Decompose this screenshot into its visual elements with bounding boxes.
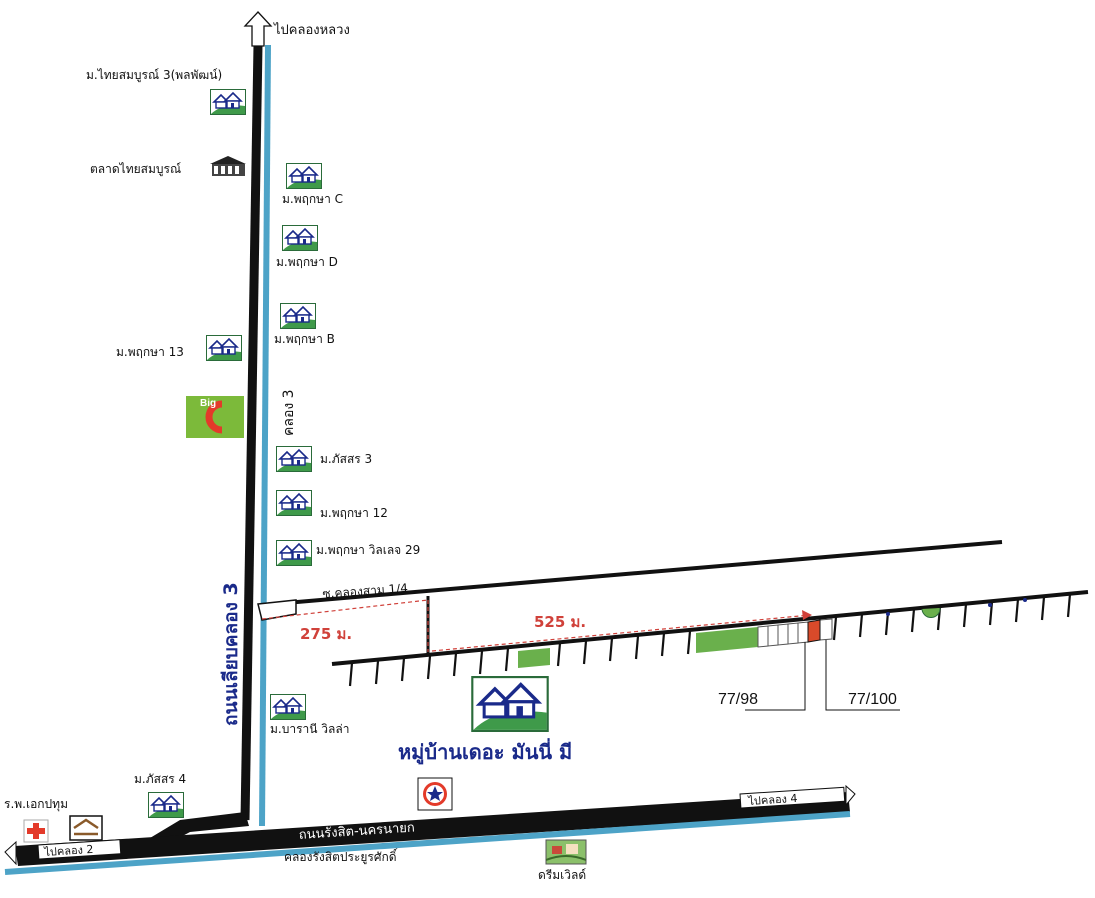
pruksa-d-label: ม.พฤกษา D bbox=[276, 255, 338, 269]
thai-somboon-3-label: ม.ไทยสมบูรณ์ 3(พลพัฒน์) bbox=[86, 68, 223, 82]
house-icon bbox=[276, 540, 312, 566]
dream-world-label: ดรีมเวิลด์ bbox=[538, 868, 587, 882]
market-icon bbox=[210, 156, 246, 176]
arrow-up-icon bbox=[243, 11, 273, 47]
plot-77-100-label: 77/100 bbox=[848, 691, 897, 708]
passorn-4-label: ม.ภัสสร 4 bbox=[134, 772, 187, 786]
to-khlong-luang-label: ไปคลองหลวง bbox=[274, 23, 350, 38]
target-plot bbox=[807, 619, 821, 643]
hospital-cross-icon bbox=[23, 819, 49, 843]
soi-entry bbox=[257, 599, 297, 621]
tree-markers bbox=[886, 598, 1027, 616]
talad-thai-somboon-label: ตลาดไทยสมบูรณ์ bbox=[90, 162, 182, 176]
pruksa-13-label: ม.พฤกษา 13 bbox=[116, 345, 184, 359]
dist-525-line bbox=[431, 614, 811, 652]
leader-77-100 bbox=[825, 640, 900, 711]
soi-upper-road bbox=[261, 540, 1003, 607]
pruksa-12-label: ม.พฤกษา 12 bbox=[320, 506, 388, 520]
leader-77-98 bbox=[745, 642, 806, 711]
big-c-logo bbox=[186, 396, 244, 438]
gas-station-icon bbox=[417, 777, 453, 811]
house-icon bbox=[210, 89, 246, 115]
main-road bbox=[15, 792, 850, 866]
unit-row bbox=[757, 618, 833, 648]
hospital-label: ร.พ.เอกปทุม bbox=[4, 797, 68, 811]
soi-lower-road bbox=[331, 590, 1089, 666]
dist-525-label: 525 ม. bbox=[534, 613, 587, 631]
canal-3-line bbox=[259, 44, 271, 827]
left-road-arrow bbox=[4, 840, 17, 866]
theme-park-icon bbox=[545, 839, 587, 865]
house-icon bbox=[148, 792, 184, 818]
pruksa-village-29-label: ม.พฤกษา วิลเลจ 29 bbox=[316, 543, 421, 557]
plot-77-98-label: 77/98 bbox=[718, 691, 759, 708]
green-plot-2 bbox=[696, 627, 758, 653]
house-icon bbox=[470, 676, 550, 732]
pruksa-b-label: ม.พฤกษา B bbox=[274, 332, 335, 346]
road-along-canal-3-label: ถนนเลียบคลอง 3 bbox=[220, 582, 242, 726]
dist-275-label: 275 ม. bbox=[300, 625, 353, 643]
hospital-building-icon bbox=[69, 815, 103, 841]
house-icon bbox=[206, 335, 242, 361]
canal-road-line bbox=[240, 44, 263, 821]
canal-3-label: คลอง 3 bbox=[281, 389, 297, 436]
village-name-title: หมู่บ้านเดอะ มันนี่ มี bbox=[398, 740, 573, 764]
barani-villa-label: ม.บารานี วิลล่า bbox=[270, 722, 350, 736]
house-icon bbox=[280, 303, 316, 329]
pond-icon bbox=[921, 607, 941, 618]
house-icon bbox=[282, 225, 318, 251]
pruksa-c-label: ม.พฤกษา C bbox=[282, 192, 344, 206]
to-khlong-4-box bbox=[739, 786, 846, 809]
dist-525-arrow bbox=[802, 610, 812, 620]
to-khlong-2-box bbox=[37, 839, 122, 860]
right-road-arrow bbox=[845, 784, 856, 807]
khlong-rangsit-line bbox=[4, 811, 851, 875]
house-icon bbox=[276, 446, 312, 472]
khlong-rangsit-label: คลองรังสิตประยูรศักดิ์ bbox=[284, 850, 397, 864]
big-c-label: Big bbox=[200, 398, 217, 409]
passorn-3-label: ม.ภัสสร 3 bbox=[320, 452, 373, 466]
house-icon bbox=[270, 694, 306, 720]
house-icon bbox=[286, 163, 322, 189]
green-plot-1 bbox=[518, 648, 550, 668]
house-icon bbox=[276, 490, 312, 516]
